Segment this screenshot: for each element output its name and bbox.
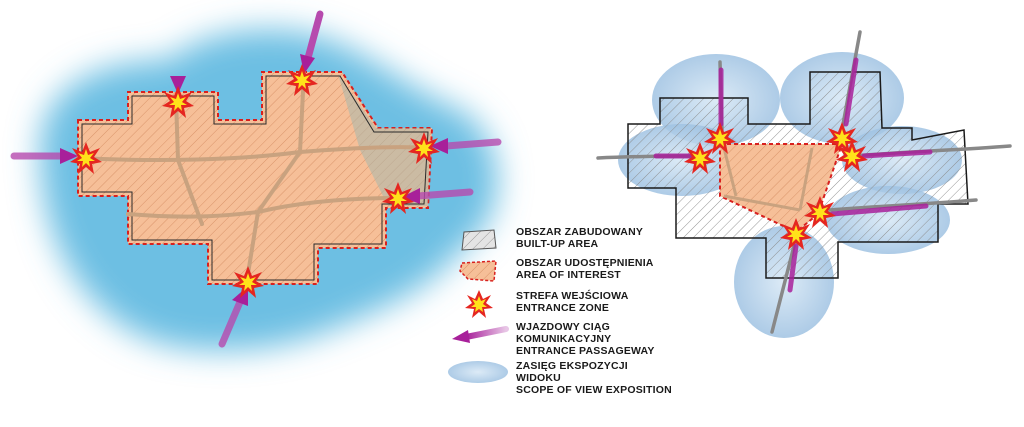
- entrance-burst-icon: [162, 86, 194, 118]
- entrance-burst-icon: [408, 132, 440, 164]
- entrance-burst-icon: [465, 290, 493, 318]
- entrance-arrow-icon: [787, 243, 799, 293]
- entrance-arrow-icon: [414, 188, 474, 200]
- legend-view: ZASIĘG EKSPOZYCJI WIDOKU SCOPE OF VIEW E…: [446, 360, 672, 396]
- legend-view-symbol: [446, 360, 516, 390]
- roads-left: [76, 70, 432, 288]
- entrance-arrow-icon: [218, 298, 244, 348]
- legend-passageway: WJAZDOWY CIĄG KOMUNIKACYJNY ENTRANCE PAS…: [446, 321, 655, 357]
- entrance-arrow-icon: [452, 326, 509, 343]
- entrance-burst-icon: [780, 218, 812, 250]
- legend-passageway-pl1: WJAZDOWY CIĄG: [516, 321, 610, 333]
- entrance-arrow-icon: [829, 203, 929, 217]
- entrance-zones-left: [70, 64, 440, 298]
- legend-built-up: OBSZAR ZABUDOWANY BUILT-UP AREA: [446, 226, 643, 256]
- entrance-burst-icon: [804, 196, 836, 228]
- legend-view-en: SCOPE OF VIEW EXPOSITION: [516, 384, 672, 396]
- legend-passageway-symbol: [446, 321, 516, 351]
- entrance-burst-icon: [684, 142, 716, 174]
- entrance-burst-icon: [382, 182, 414, 214]
- legend-interest-symbol: [446, 257, 516, 287]
- legend-passageway-text: WJAZDOWY CIĄG KOMUNIKACYJNY ENTRANCE PAS…: [516, 321, 655, 357]
- legend-entrance-zone-text: STREFA WEJŚCIOWA ENTRANCE ZONE: [516, 290, 629, 314]
- entrance-burst-icon: [826, 122, 858, 154]
- legend-passageway-pl2: KOMUNIKACYJNY: [516, 333, 612, 345]
- legend-entrance-zone: STREFA WEJŚCIOWA ENTRANCE ZONE: [446, 290, 629, 320]
- legend-view-pl1: ZASIĘG EKSPOZYCJI: [516, 360, 628, 372]
- built-up-outline-left: [81, 75, 429, 281]
- legend-interest-text: OBSZAR UDOSTĘPNIENIA AREA OF INTEREST: [516, 257, 654, 281]
- hatch-swatch-icon: [461, 229, 497, 251]
- legend-entrance-zone-en: ENTRANCE ZONE: [516, 302, 610, 314]
- right-diagram: [596, 30, 1012, 338]
- left-diagram: [10, 10, 502, 351]
- legend-built-up-text: OBSZAR ZABUDOWANY BUILT-UP AREA: [516, 226, 643, 250]
- legend-built-up-en: BUILT-UP AREA: [516, 238, 599, 250]
- entrance-arrow-icon: [304, 10, 324, 62]
- legend-view-text: ZASIĘG EKSPOZYCJI WIDOKU SCOPE OF VIEW E…: [516, 360, 672, 396]
- legend-entrance-zone-pl: STREFA WEJŚCIOWA: [516, 290, 629, 302]
- entrance-burst-icon: [70, 142, 102, 174]
- area-of-interest-left: [77, 71, 434, 285]
- entrance-burst-icon: [836, 140, 868, 172]
- legend-interest-en: AREA OF INTEREST: [516, 269, 621, 281]
- legend-built-up-symbol: [446, 226, 516, 256]
- legend-built-up-pl: OBSZAR ZABUDOWANY: [516, 226, 644, 238]
- entrance-arrows-right: [653, 57, 933, 293]
- entrance-arrow-icon: [442, 138, 502, 150]
- inner-roads-right: [722, 147, 814, 212]
- built-up-left-right: [338, 74, 430, 206]
- legend-passageway-en: ENTRANCE PASSAGEWAY: [516, 345, 655, 357]
- legend-view-pl2: WIDOKU: [516, 372, 561, 384]
- entrance-burst-icon: [286, 64, 318, 96]
- interest-swatch-icon: [459, 260, 497, 282]
- entrance-arrow-icon: [861, 149, 933, 159]
- legend-interest: OBSZAR UDOSTĘPNIENIA AREA OF INTEREST: [446, 257, 654, 287]
- entrance-burst-icon: [232, 266, 264, 298]
- entrance-arrow-icon: [843, 57, 859, 127]
- entrance-zones-right: [684, 122, 868, 250]
- legend-interest-pl: OBSZAR UDOSTĘPNIENIA: [516, 257, 654, 269]
- view-ellipse-icon: [448, 361, 508, 383]
- legend-entrance-zone-symbol: [446, 290, 516, 320]
- entrance-burst-icon: [704, 122, 736, 154]
